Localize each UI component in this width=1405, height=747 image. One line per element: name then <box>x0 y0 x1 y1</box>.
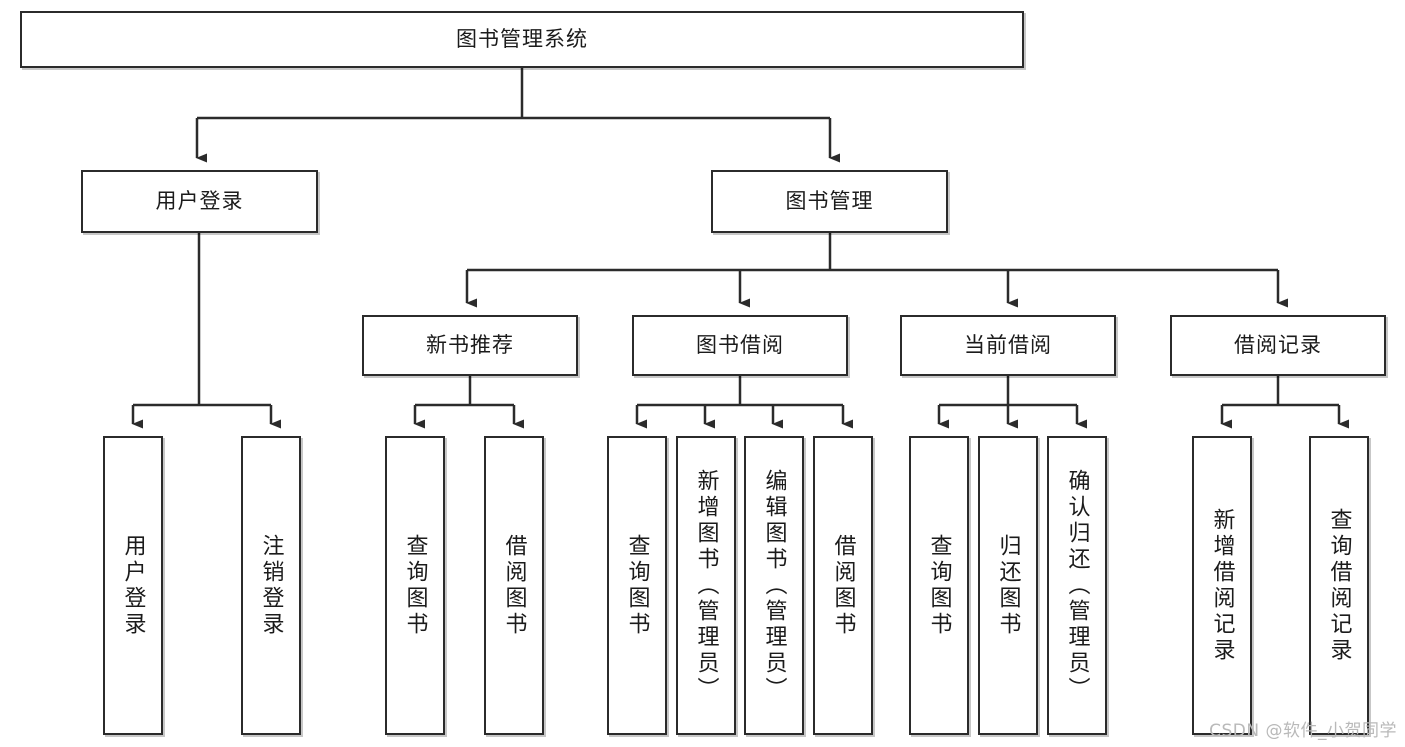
leaf-query-book-new[interactable]: 查询图书 <box>385 436 445 735</box>
leaf-query-book-borrow[interactable]: 查询图书 <box>607 436 667 735</box>
leaf-query-book-new-label: 查询图书 <box>402 533 428 638</box>
leaf-user-login-label: 用户登录 <box>120 533 146 638</box>
leaf-borrow-book[interactable]: 借阅图书 <box>813 436 873 735</box>
node-root-label: 图书管理系统 <box>456 26 588 51</box>
leaf-add-book-admin-label: 新增图书（管理员） <box>693 468 719 703</box>
leaf-borrow-book-new[interactable]: 借阅图书 <box>484 436 544 735</box>
leaf-query-book-current-label: 查询图书 <box>926 533 952 638</box>
node-new-book-recommend-label: 新书推荐 <box>426 332 514 357</box>
node-borrow-records[interactable]: 借阅记录 <box>1170 315 1386 376</box>
leaf-borrow-book-new-label: 借阅图书 <box>501 533 527 638</box>
leaf-logout-label: 注销登录 <box>258 533 284 638</box>
leaf-add-book-admin[interactable]: 新增图书（管理员） <box>676 436 736 735</box>
node-root[interactable]: 图书管理系统 <box>20 11 1024 68</box>
node-user-login[interactable]: 用户登录 <box>81 170 318 233</box>
leaf-query-borrow-record[interactable]: 查询借阅记录 <box>1309 436 1369 735</box>
leaf-borrow-book-label: 借阅图书 <box>830 533 856 638</box>
leaf-query-book-current[interactable]: 查询图书 <box>909 436 969 735</box>
node-book-borrow-label: 图书借阅 <box>696 332 784 357</box>
node-book-management-label: 图书管理 <box>785 188 874 213</box>
node-borrow-records-label: 借阅记录 <box>1234 332 1322 357</box>
node-book-borrow[interactable]: 图书借阅 <box>632 315 848 376</box>
node-current-borrow[interactable]: 当前借阅 <box>900 315 1116 376</box>
leaf-confirm-return-admin-label: 确认归还（管理员） <box>1064 468 1090 703</box>
leaf-edit-book-admin[interactable]: 编辑图书（管理员） <box>744 436 804 735</box>
node-new-book-recommend[interactable]: 新书推荐 <box>362 315 578 376</box>
node-book-management[interactable]: 图书管理 <box>711 170 948 233</box>
leaf-logout[interactable]: 注销登录 <box>241 436 301 735</box>
leaf-return-book-label: 归还图书 <box>995 533 1021 638</box>
watermark-text: CSDN @软件_小贺同学 <box>1209 721 1397 741</box>
leaf-add-borrow-record[interactable]: 新增借阅记录 <box>1192 436 1252 735</box>
node-current-borrow-label: 当前借阅 <box>964 332 1052 357</box>
leaf-confirm-return-admin[interactable]: 确认归还（管理员） <box>1047 436 1107 735</box>
leaf-user-login[interactable]: 用户登录 <box>103 436 163 735</box>
leaf-edit-book-admin-label: 编辑图书（管理员） <box>761 468 787 703</box>
leaf-return-book[interactable]: 归还图书 <box>978 436 1038 735</box>
leaf-query-book-borrow-label: 查询图书 <box>624 533 650 638</box>
leaf-add-borrow-record-label: 新增借阅记录 <box>1209 507 1235 664</box>
node-user-login-label: 用户登录 <box>155 188 244 213</box>
leaf-query-borrow-record-label: 查询借阅记录 <box>1326 507 1352 664</box>
